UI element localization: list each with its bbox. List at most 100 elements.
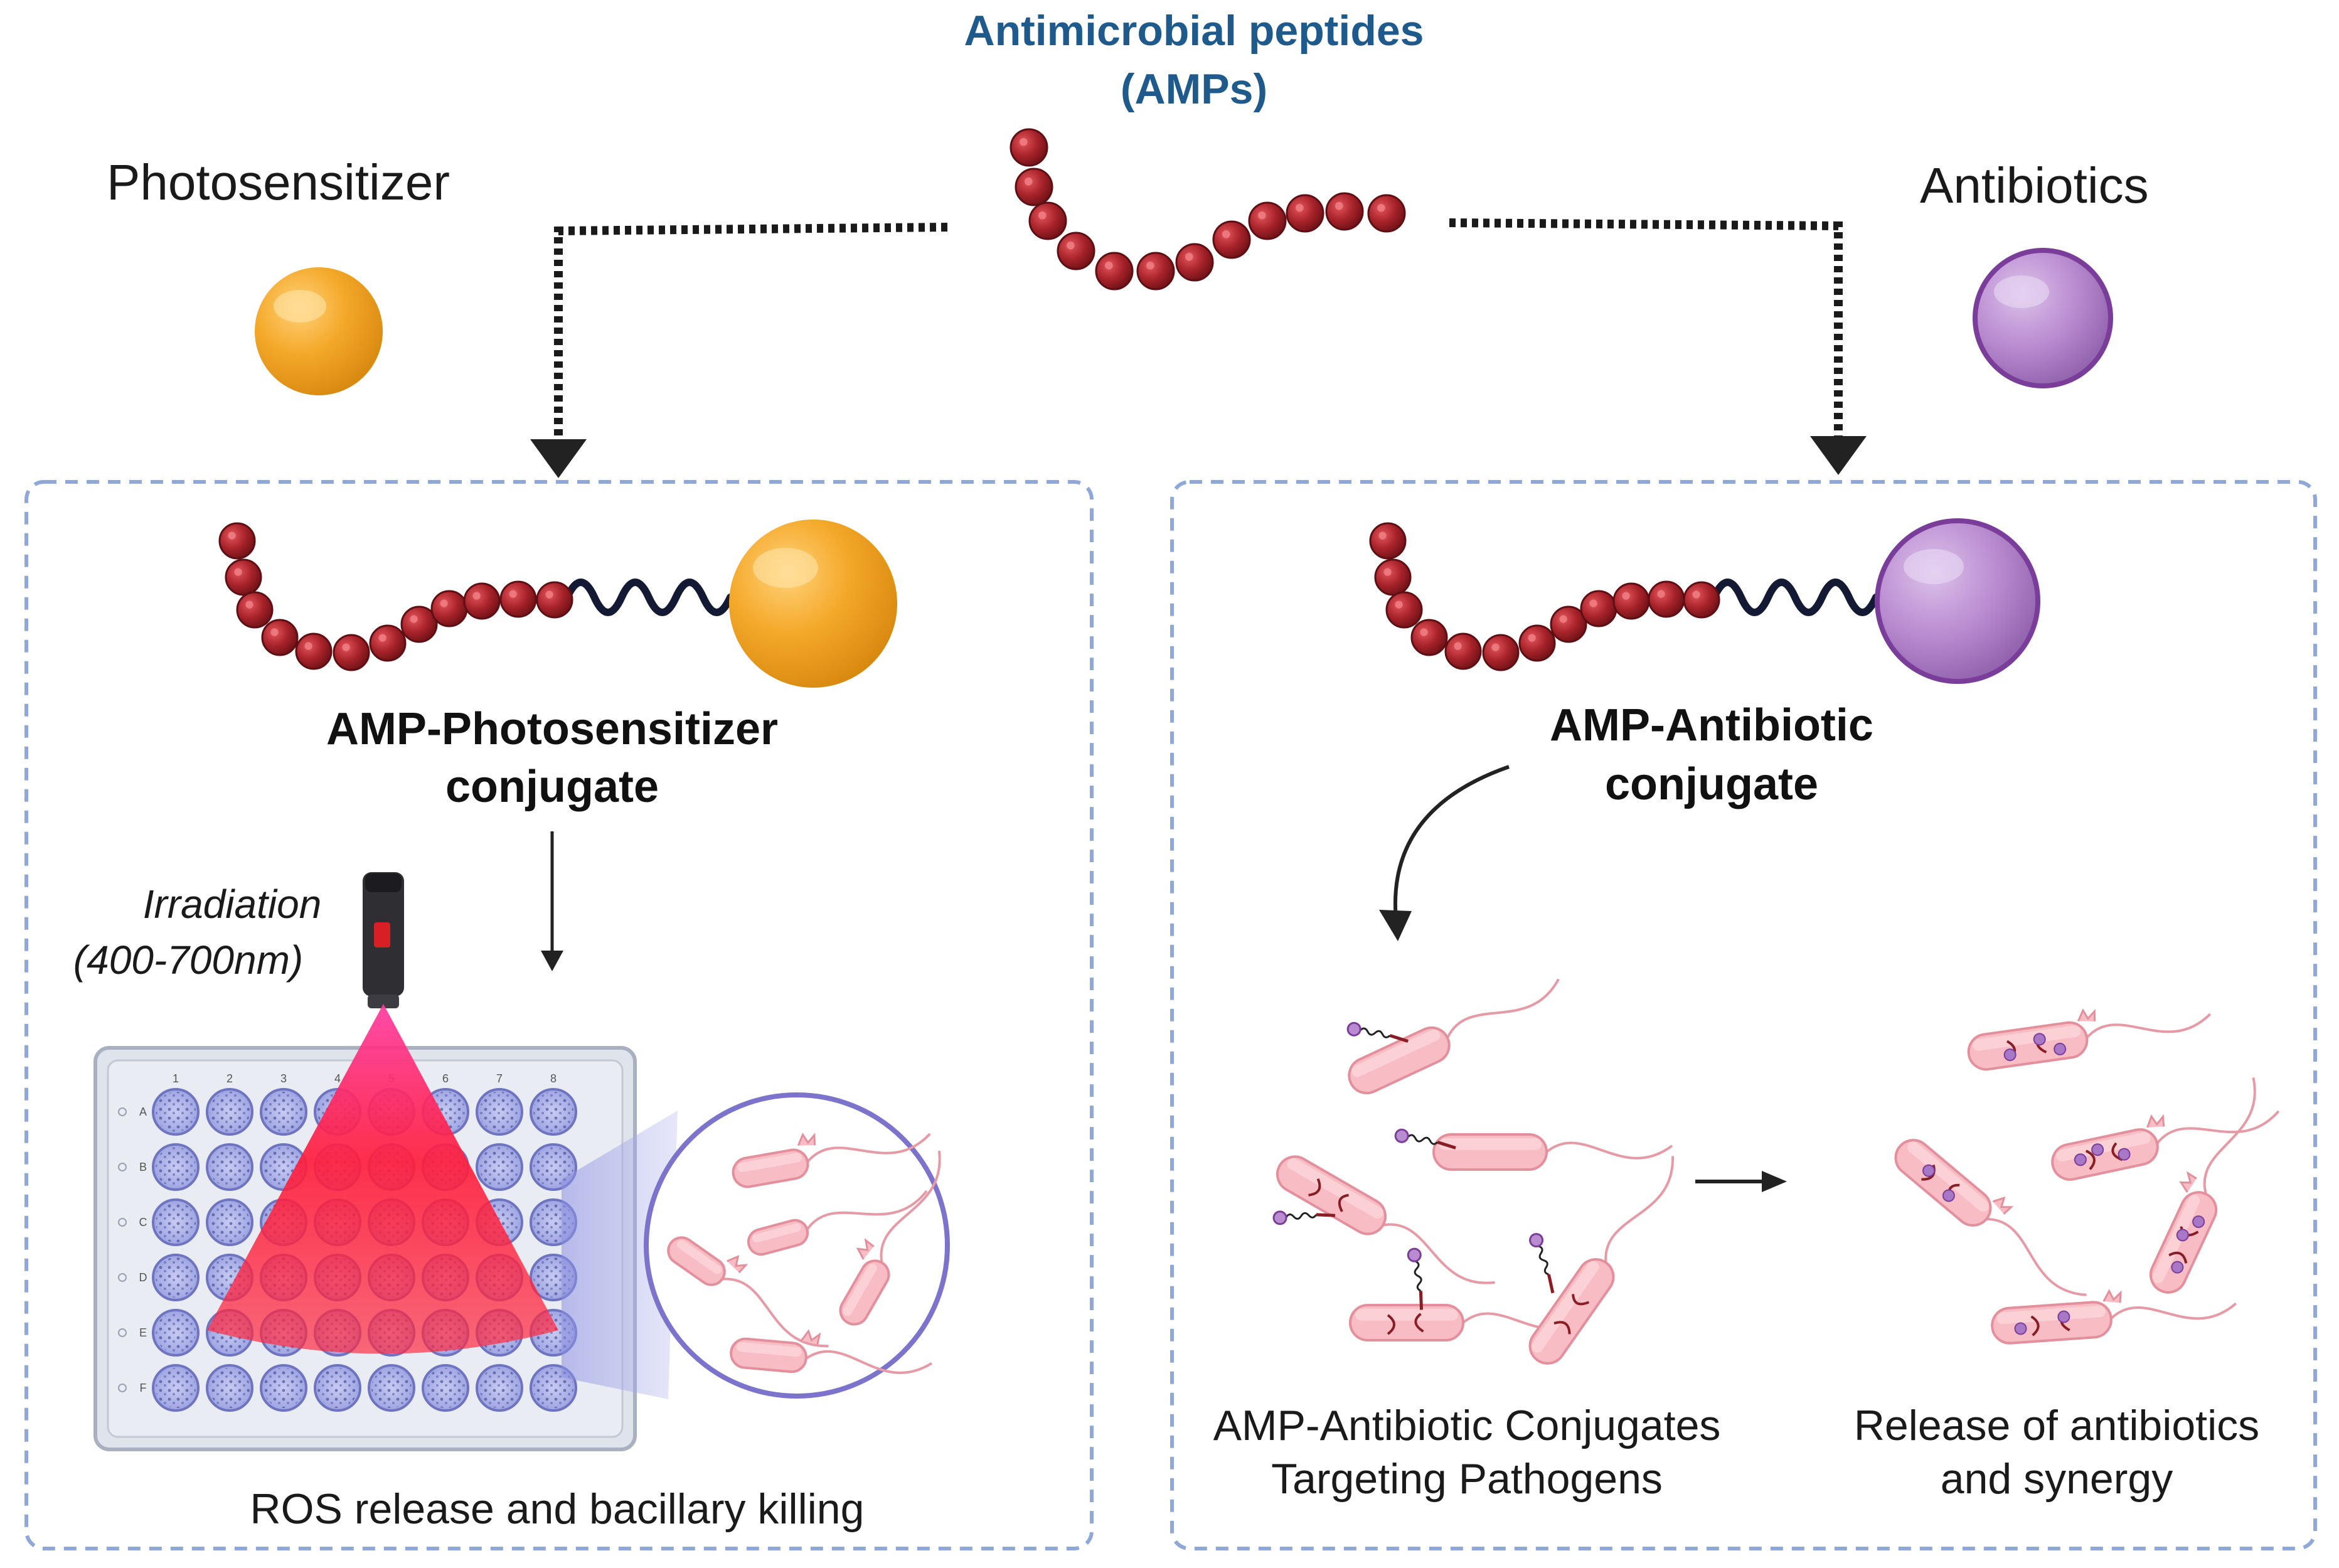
peptide-bead-icon bbox=[1369, 522, 1407, 560]
peptide-bead-icon bbox=[1095, 252, 1134, 291]
antibiotic-sphere-icon bbox=[1875, 518, 2040, 684]
well-colonies bbox=[156, 1147, 196, 1187]
bead-highlight-icon bbox=[1222, 230, 1230, 238]
title-line-1: Antimicrobial peptides bbox=[964, 7, 1424, 55]
peptide-bead-icon bbox=[1248, 201, 1287, 240]
photosensitizer-sphere-icon bbox=[255, 267, 383, 395]
amp-antibiotic-molecule bbox=[1369, 522, 1880, 671]
bead-highlight-icon bbox=[1104, 261, 1113, 270]
right-conjugate-line-2: conjugate bbox=[1605, 759, 1818, 809]
laser-beam bbox=[207, 1004, 558, 1354]
magnifier-beam bbox=[562, 1111, 678, 1399]
bead-highlight-icon bbox=[1420, 628, 1428, 636]
sphere-highlight-icon bbox=[1904, 549, 1964, 584]
bacteria-icon bbox=[1528, 1156, 1675, 1365]
right-caption-right-line-2: and synergy bbox=[1941, 1455, 2173, 1503]
plate-row-label: E bbox=[139, 1326, 147, 1339]
arrowhead-icon bbox=[1379, 910, 1412, 941]
laser-pointer-icon bbox=[363, 872, 404, 1008]
well-colonies bbox=[317, 1368, 358, 1408]
right-conjugate-line-1: AMP-Antibiotic bbox=[1550, 700, 1873, 750]
well-colonies bbox=[156, 1202, 196, 1242]
plate-column-label: 3 bbox=[280, 1072, 287, 1085]
plate-notch-icon bbox=[118, 1107, 127, 1116]
well-colonies bbox=[156, 1092, 196, 1132]
bead-highlight-icon bbox=[1024, 177, 1033, 186]
peptide-bead-icon bbox=[225, 558, 262, 596]
sphere-highlight-icon bbox=[274, 290, 326, 323]
linker-icon bbox=[1710, 579, 1880, 616]
peptide-bead-icon bbox=[1175, 243, 1214, 282]
conjugate-tag-icon bbox=[1394, 1128, 1456, 1149]
linker-icon bbox=[563, 579, 734, 616]
peptide-bead-icon bbox=[1518, 624, 1556, 662]
well-colonies bbox=[264, 1368, 304, 1408]
peptide-bead-icon bbox=[1410, 619, 1448, 656]
peptide-bead-icon bbox=[1683, 581, 1720, 619]
peptide-bead-icon bbox=[295, 632, 333, 670]
peptide-bead-icon bbox=[1286, 194, 1324, 233]
bacteria-icon bbox=[839, 1150, 941, 1326]
plate-row-label: C bbox=[139, 1216, 147, 1229]
bead-highlight-icon bbox=[1383, 568, 1392, 576]
plate-column-label: 1 bbox=[173, 1072, 179, 1085]
bead-highlight-icon bbox=[1528, 634, 1536, 642]
well-colonies bbox=[479, 1147, 519, 1187]
bead-highlight-icon bbox=[1491, 643, 1500, 651]
peptide-bead-icon bbox=[1057, 232, 1095, 270]
right-caption-left-line-2: Targeting Pathogens bbox=[1271, 1455, 1663, 1503]
bacteria-icon bbox=[1991, 1289, 2237, 1345]
peptide-bead-icon bbox=[1212, 220, 1251, 259]
plate-column-label: 6 bbox=[442, 1072, 449, 1085]
amp-peptide-chain-top bbox=[1010, 128, 1406, 291]
bacteria-icon bbox=[1349, 1304, 1590, 1341]
peptide-bead-icon bbox=[333, 634, 370, 671]
peptide-bead-icon bbox=[1482, 634, 1520, 671]
bead-highlight-icon bbox=[304, 642, 312, 650]
peptide-bead-icon bbox=[1325, 192, 1364, 231]
peptide-bead-icon bbox=[261, 619, 299, 656]
well-colonies bbox=[156, 1368, 196, 1408]
antibiotics-label: Antibiotics bbox=[1920, 157, 2149, 213]
well-colonies bbox=[210, 1368, 250, 1408]
bead-highlight-icon bbox=[1146, 261, 1154, 270]
peptide-bead-icon bbox=[1374, 558, 1412, 596]
bead-highlight-icon bbox=[245, 600, 253, 609]
bacteria-icon bbox=[732, 1133, 931, 1188]
bacteria-icon bbox=[730, 1329, 932, 1374]
bead-highlight-icon bbox=[410, 615, 418, 623]
arrowhead-icon bbox=[1810, 436, 1867, 475]
antibiotic-sphere-icon bbox=[1973, 248, 2113, 388]
photosensitizer-label: Photosensitizer bbox=[107, 154, 450, 210]
dotted-arrow-icon bbox=[1449, 218, 1843, 436]
peptide-bead-icon bbox=[1385, 591, 1423, 629]
peptide-bead-icon bbox=[1367, 194, 1406, 233]
irradiation-wavelength: (400-700nm) bbox=[73, 937, 303, 983]
bacteria-group-lysed bbox=[1894, 1008, 2280, 1345]
bead-highlight-icon bbox=[228, 531, 236, 540]
plate-row-label: D bbox=[139, 1271, 147, 1284]
plate-notch-icon bbox=[118, 1328, 127, 1337]
plate-notch-icon bbox=[118, 1218, 127, 1227]
well-colonies bbox=[533, 1368, 573, 1408]
well-colonies bbox=[479, 1368, 519, 1408]
conjugate-tag-icon bbox=[1407, 1247, 1424, 1310]
bead-highlight-icon bbox=[1019, 137, 1028, 146]
bead-highlight-icon bbox=[342, 643, 350, 651]
photosensitizer-sphere-icon bbox=[729, 520, 897, 688]
peptide-bead-icon bbox=[218, 522, 256, 560]
plate-notch-icon bbox=[118, 1273, 127, 1282]
peptide-bead-icon bbox=[369, 624, 407, 662]
plate-row-label: A bbox=[139, 1106, 147, 1118]
plate-column-label: 4 bbox=[334, 1072, 341, 1085]
bead-highlight-icon bbox=[1185, 252, 1193, 261]
arrowhead-icon bbox=[1762, 1171, 1787, 1192]
well-colonies bbox=[156, 1313, 196, 1353]
right-caption-right-line-1: Release of antibiotics bbox=[1854, 1402, 2259, 1449]
bacteria-icon bbox=[2051, 1110, 2280, 1181]
bacteria-icon bbox=[1348, 978, 1560, 1095]
peptide-bead-icon bbox=[499, 580, 537, 618]
bead-highlight-icon bbox=[472, 592, 481, 600]
peptide-bead-icon bbox=[1010, 128, 1048, 167]
